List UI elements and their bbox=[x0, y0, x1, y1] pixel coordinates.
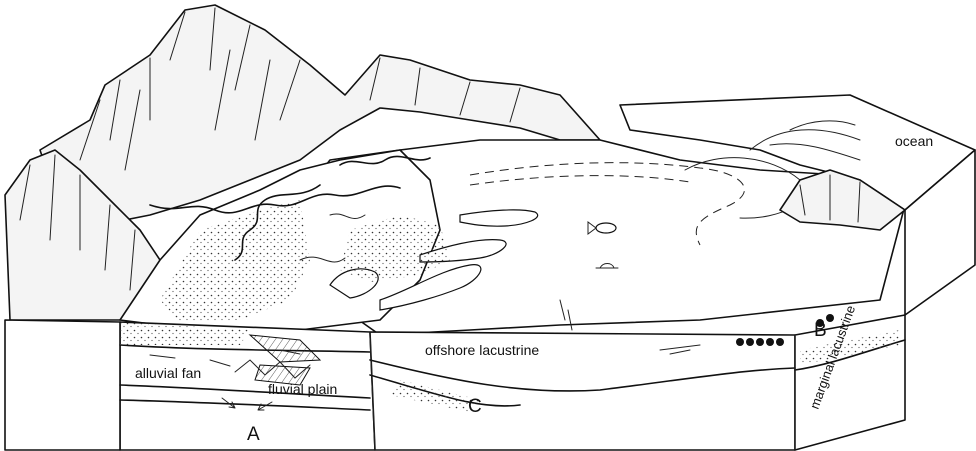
label-fluvial-plain: fluvial plain bbox=[268, 381, 337, 397]
label-ocean: ocean bbox=[895, 133, 933, 149]
marker-c: C bbox=[468, 396, 482, 417]
label-offshore-lacustrine: offshore lacustrine bbox=[425, 342, 539, 358]
marker-b: B bbox=[814, 320, 827, 341]
marker-a: A bbox=[247, 424, 260, 445]
label-alluvial-fan: alluvial fan bbox=[135, 365, 201, 381]
